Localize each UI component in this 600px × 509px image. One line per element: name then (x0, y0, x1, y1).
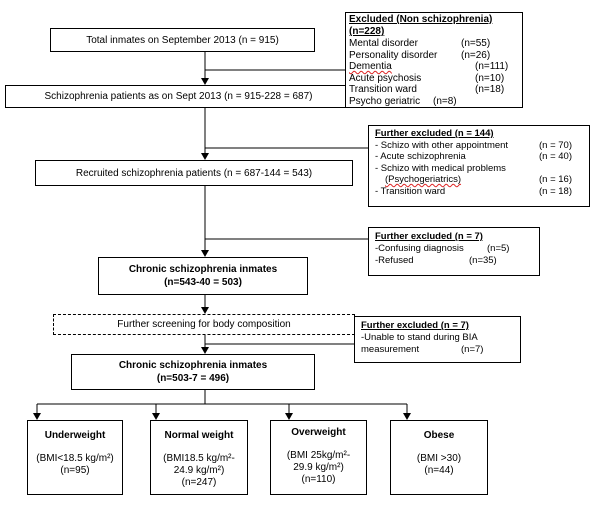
chronic-inmates-2-title: Chronic schizophrenia inmates (118, 360, 268, 371)
excluded-4-line: -Unable to stand during BIA (361, 332, 478, 343)
excluded-4-line: measurement(n=7) (361, 343, 484, 355)
chronic-inmates-1-title: Chronic schizophrenia inmates (128, 264, 278, 275)
normal-weight-bmi-1: (BMI18.5 kg/m²- (163, 453, 235, 464)
total-inmates-box: Total inmates on September 2013 (n = 915… (50, 28, 315, 52)
further-excluded-7-box-b: Further excluded (n = 7) -Unable to stan… (354, 316, 521, 363)
chronic-inmates-1-count: (n=543-40 = 503) (164, 277, 242, 288)
overweight-count: (n=110) (301, 474, 336, 485)
excluded-2-item: (Psychogeriatrics)(n = 16) (385, 174, 573, 185)
further-excluded-7-box-a: Further excluded (n = 7) -Confusing diag… (368, 227, 540, 276)
overweight-bmi-1: (BMI 25kg/m²- (286, 450, 351, 461)
further-excluded-144-box: Further excluded (n = 144) - Schizo with… (368, 125, 590, 207)
total-inmates-text: Total inmates on September 2013 (n = 915… (86, 34, 279, 46)
overweight-box: Overweight (BMI 25kg/m²- 29.9 kg/m²) (n=… (270, 420, 367, 495)
recruited-patients-box: Recruited schizophrenia patients (n = 68… (35, 160, 353, 186)
overweight-title: Overweight (291, 427, 346, 438)
normal-weight-count: (n=247) (181, 477, 217, 488)
normal-weight-box: Normal weight (BMI18.5 kg/m²- 24.9 kg/m²… (150, 420, 248, 495)
excluded-2-title: Further excluded (n = 144) (375, 128, 494, 139)
obese-count: (n=44) (424, 465, 454, 476)
underweight-title: Underweight (44, 430, 106, 441)
chronic-inmates-2-count: (n=503-7 = 496) (156, 373, 230, 384)
underweight-box: Underweight (BMI<18.5 kg/m²) (n=95) (27, 420, 123, 495)
excluded-1-item: Mental disorder(n=55) (349, 38, 491, 49)
obese-bmi: (BMI >30) (416, 453, 462, 464)
recruited-patients-text: Recruited schizophrenia patients (n = 68… (75, 167, 313, 179)
excluded-2-item: - Schizo with other appointment(n = 70) (375, 139, 573, 151)
excluded-1-item: Psycho geriatric(n=8) (349, 95, 457, 107)
excluded-3-title: Further excluded (n = 7) (375, 231, 483, 242)
normal-weight-title: Normal weight (164, 430, 234, 441)
excluded-1-title: Excluded (Non schizophrenia) (n=228) (349, 14, 493, 37)
excluded-3-item: -Confusing diagnosis(n=5) (375, 243, 510, 254)
screening-box: Further screening for body composition (53, 314, 355, 335)
schizophrenia-patients-text: Schizophrenia patients as on Sept 2013 (… (44, 91, 313, 102)
excluded-1-item: Acute psychosis(n=10) (349, 72, 505, 84)
excluded-4-title: Further excluded (n = 7) (361, 320, 469, 331)
obese-box: Obese (BMI >30) (n=44) (390, 420, 488, 495)
excluded-2-item: - Acute schizophrenia(n = 40) (375, 151, 573, 162)
excluded-1-item: Dementia(n=111) (349, 61, 509, 72)
obese-title: Obese (423, 430, 455, 441)
excluded-1-item: Transition ward(n=18) (349, 84, 505, 95)
chronic-inmates-box-1: Chronic schizophrenia inmates (n=543-40 … (98, 257, 308, 295)
excluded-2-item: - Schizo with medical problems (375, 162, 506, 174)
normal-weight-bmi-2: 24.9 kg/m²) (173, 465, 225, 476)
excluded-1-item: Personality disorder(n=26) (349, 49, 491, 61)
screening-text: Further screening for body composition (117, 319, 291, 330)
excluded-non-schizophrenia-box: Excluded (Non schizophrenia) (n=228) Men… (345, 12, 523, 108)
underweight-bmi: (BMI<18.5 kg/m²) (36, 453, 114, 464)
excluded-3-item: -Refused(n=35) (375, 254, 497, 266)
schizophrenia-patients-box: Schizophrenia patients as on Sept 2013 (… (5, 85, 352, 108)
underweight-count: (n=95) (60, 465, 90, 476)
overweight-bmi-2: 29.9 kg/m²) (293, 462, 344, 473)
chronic-inmates-box-2: Chronic schizophrenia inmates (n=503-7 =… (71, 354, 315, 390)
excluded-2-item: - Transition ward(n = 18) (375, 185, 573, 197)
